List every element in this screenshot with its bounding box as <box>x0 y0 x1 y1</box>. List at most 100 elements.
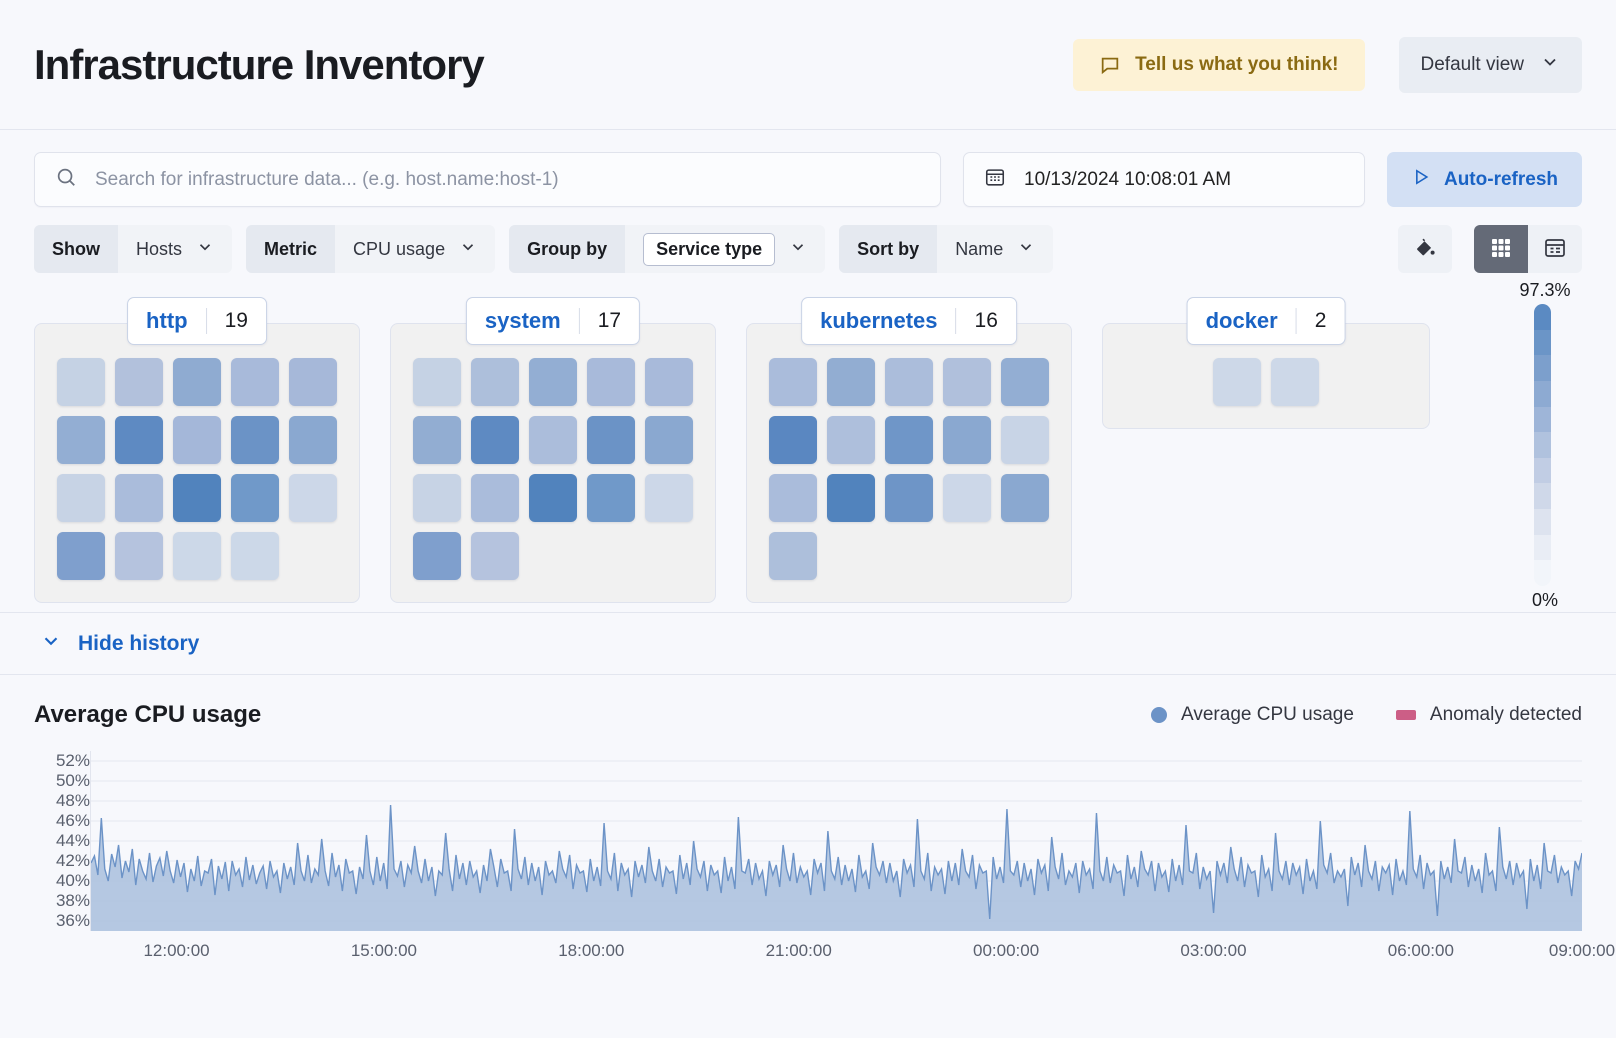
hide-history-label: Hide history <box>78 631 200 655</box>
host-node[interactable] <box>1271 358 1319 406</box>
host-node[interactable] <box>769 532 817 580</box>
control-group-by-value: Service type <box>643 232 776 266</box>
host-node[interactable] <box>173 532 221 580</box>
control-group-by: Group by Service type <box>509 225 826 273</box>
host-node[interactable] <box>943 416 991 464</box>
host-node[interactable] <box>231 416 279 464</box>
host-node[interactable] <box>587 416 635 464</box>
group-name-link[interactable]: system <box>484 308 561 333</box>
x-tick-label: 03:00:00 <box>1180 941 1247 960</box>
host-node[interactable] <box>645 474 693 522</box>
host-node[interactable] <box>827 358 875 406</box>
chevron-down-icon <box>40 630 62 658</box>
auto-refresh-button[interactable]: Auto-refresh <box>1387 152 1582 207</box>
host-node[interactable] <box>413 416 461 464</box>
control-show-select[interactable]: Hosts <box>118 225 232 273</box>
host-node[interactable] <box>471 358 519 406</box>
host-node[interactable] <box>471 532 519 580</box>
date-picker[interactable]: 10/13/2024 10:08:01 AM <box>963 152 1365 207</box>
host-node[interactable] <box>115 416 163 464</box>
color-scale-step <box>1533 560 1551 586</box>
host-node[interactable] <box>57 532 105 580</box>
host-node[interactable] <box>587 474 635 522</box>
host-node[interactable] <box>57 474 105 522</box>
host-node[interactable] <box>57 416 105 464</box>
host-node[interactable] <box>413 474 461 522</box>
host-node[interactable] <box>645 416 693 464</box>
control-sort-by-value: Name <box>955 238 1004 259</box>
x-tick-label: 00:00:00 <box>972 941 1040 960</box>
host-node[interactable] <box>115 474 163 522</box>
host-node[interactable] <box>1001 416 1049 464</box>
y-tick-label: 44% <box>55 831 90 850</box>
search-input[interactable] <box>93 167 920 192</box>
default-view-label: Default view <box>1420 53 1525 75</box>
group-name-link[interactable]: kubernetes <box>820 308 938 333</box>
host-node[interactable] <box>827 474 875 522</box>
color-scale-legend: 97.3% 0% <box>1519 281 1570 609</box>
play-icon <box>1411 167 1431 193</box>
group-name-link[interactable]: docker <box>1205 308 1278 333</box>
host-node[interactable] <box>769 474 817 522</box>
host-node[interactable] <box>173 416 221 464</box>
host-node[interactable] <box>115 532 163 580</box>
color-scale-step <box>1533 457 1551 484</box>
control-metric-select[interactable]: CPU usage <box>335 225 495 273</box>
hide-history-button[interactable]: Hide history <box>34 629 205 659</box>
host-node[interactable] <box>173 358 221 406</box>
host-node[interactable] <box>769 358 817 406</box>
host-node[interactable] <box>587 358 635 406</box>
x-tick-label: 06:00:00 <box>1387 941 1454 960</box>
color-fill-icon-button[interactable] <box>1398 225 1452 273</box>
group-name-link[interactable]: http <box>146 308 188 333</box>
host-node[interactable] <box>289 416 337 464</box>
x-tick-label: 09:00:00 <box>1548 941 1616 960</box>
host-node[interactable] <box>769 416 817 464</box>
host-node[interactable] <box>413 358 461 406</box>
group-count: 19 <box>205 308 266 334</box>
grid-view-button[interactable] <box>1474 225 1528 273</box>
host-node[interactable] <box>231 358 279 406</box>
color-scale-step <box>1533 534 1551 561</box>
host-node[interactable] <box>115 358 163 406</box>
table-view-button[interactable] <box>1528 225 1582 273</box>
control-sort-by: Sort by Name <box>839 225 1054 273</box>
host-node[interactable] <box>943 358 991 406</box>
host-node[interactable] <box>827 416 875 464</box>
host-node[interactable] <box>231 532 279 580</box>
control-sort-by-select[interactable]: Name <box>937 225 1053 273</box>
legend-marker-square-icon <box>1395 710 1416 720</box>
host-node[interactable] <box>413 532 461 580</box>
host-node[interactable] <box>1001 474 1049 522</box>
host-node[interactable] <box>529 358 577 406</box>
host-node[interactable] <box>173 474 221 522</box>
search-box[interactable] <box>34 152 941 207</box>
page-header: Infrastructure Inventory Tell us what yo… <box>0 0 1616 130</box>
host-node[interactable] <box>289 358 337 406</box>
y-tick-label: 46% <box>55 811 90 830</box>
host-node[interactable] <box>57 358 105 406</box>
host-node[interactable] <box>645 358 693 406</box>
control-group-by-select[interactable]: Service type <box>625 225 825 273</box>
chart-plot[interactable] <box>90 751 1582 931</box>
host-node[interactable] <box>231 474 279 522</box>
host-node[interactable] <box>471 416 519 464</box>
feedback-button[interactable]: Tell us what you think! <box>1073 38 1365 91</box>
host-node[interactable] <box>289 474 337 522</box>
view-tools <box>1398 225 1582 273</box>
host-node[interactable] <box>885 474 933 522</box>
host-node[interactable] <box>529 474 577 522</box>
host-node[interactable] <box>885 416 933 464</box>
host-node[interactable] <box>943 474 991 522</box>
host-node[interactable] <box>1001 358 1049 406</box>
y-tick-label: 50% <box>55 771 90 790</box>
default-view-dropdown[interactable]: Default view <box>1398 36 1582 93</box>
color-scale-step <box>1533 406 1551 433</box>
host-node[interactable] <box>1213 358 1261 406</box>
host-node[interactable] <box>529 416 577 464</box>
host-node[interactable] <box>885 358 933 406</box>
host-node[interactable] <box>471 474 519 522</box>
